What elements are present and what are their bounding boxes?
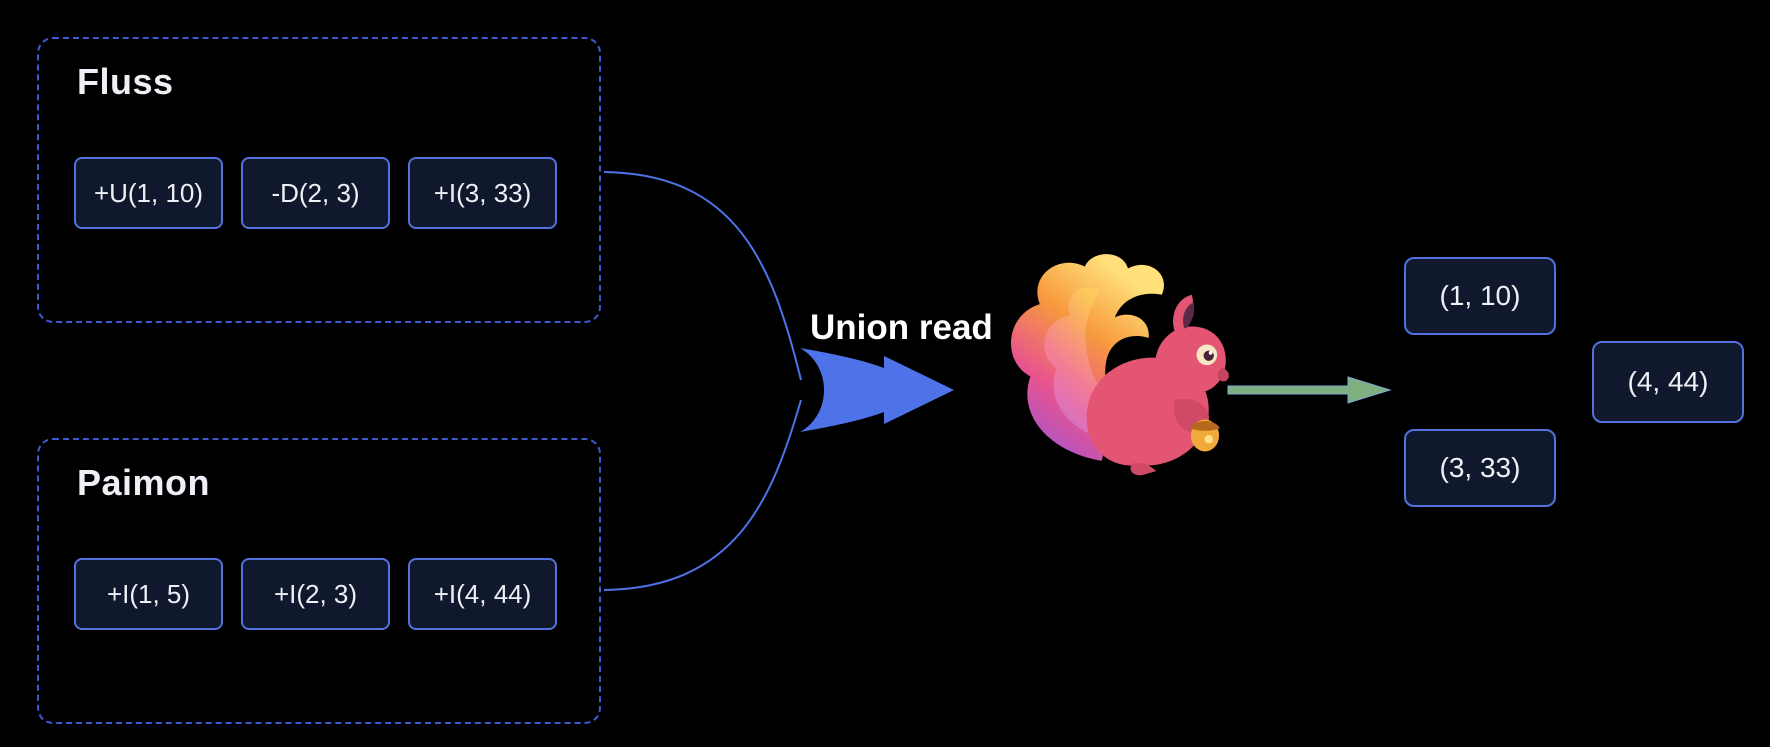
fluss-title: Fluss xyxy=(77,61,174,102)
fluss-group: Fluss +U(1, 10) -D(2, 3) +I(3, 33) xyxy=(37,37,601,323)
fluss-record-2: -D(2, 3) xyxy=(241,157,390,229)
output-record-1: (1, 10) xyxy=(1404,257,1556,335)
fluss-record-3: +I(3, 33) xyxy=(408,157,557,229)
paimon-record-1: +I(1, 5) xyxy=(74,558,223,630)
fluss-record-1: +U(1, 10) xyxy=(74,157,223,229)
fluss-record-row: +U(1, 10) -D(2, 3) +I(3, 33) xyxy=(74,157,557,229)
paimon-connector-curve xyxy=(603,399,802,591)
flink-squirrel-logo-icon xyxy=(1010,254,1229,476)
output-record-2: (3, 33) xyxy=(1404,429,1556,507)
output-arrow-icon xyxy=(1227,376,1392,404)
union-read-label: Union read xyxy=(810,308,993,347)
paimon-group: Paimon +I(1, 5) +I(2, 3) +I(4, 44) xyxy=(37,438,601,724)
paimon-record-3: +I(4, 44) xyxy=(408,558,557,630)
paimon-record-2: +I(2, 3) xyxy=(241,558,390,630)
output-record-3: (4, 44) xyxy=(1592,341,1744,423)
union-funnel-arrow-icon xyxy=(800,348,954,432)
fluss-connector-curve xyxy=(603,171,802,381)
paimon-title: Paimon xyxy=(77,462,211,503)
paimon-record-row: +I(1, 5) +I(2, 3) +I(4, 44) xyxy=(74,558,557,630)
